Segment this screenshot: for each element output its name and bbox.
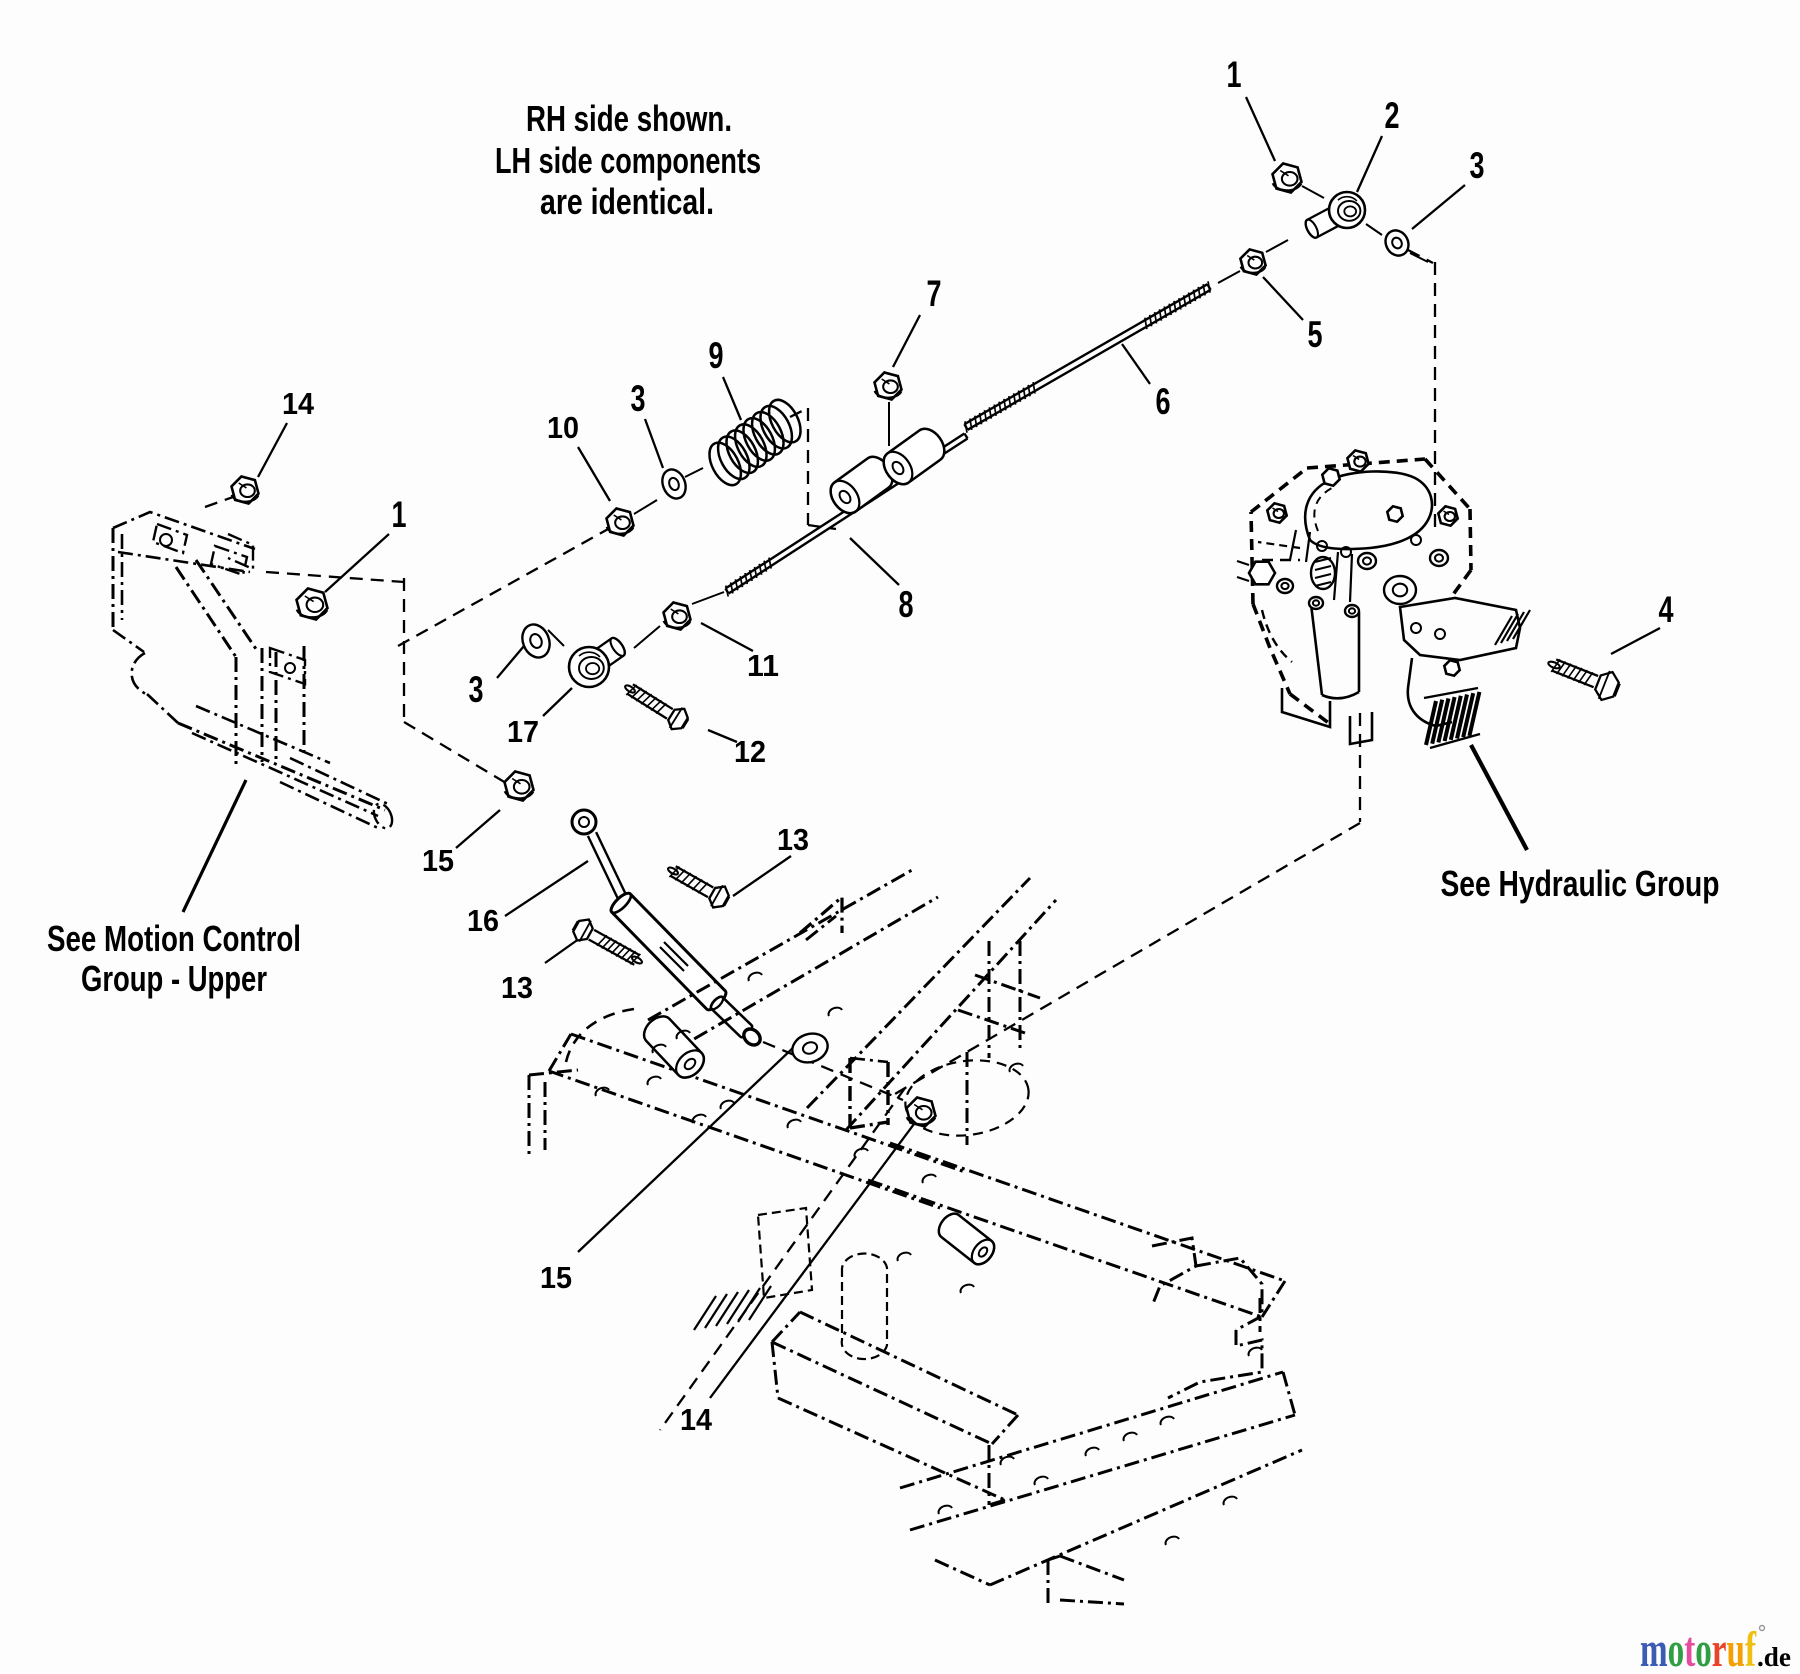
svg-text:16: 16 — [467, 903, 499, 938]
svg-text:17: 17 — [507, 714, 539, 749]
svg-text:9: 9 — [709, 335, 724, 376]
svg-text:1: 1 — [392, 494, 407, 535]
svg-text:See Hydraulic Group: See Hydraulic Group — [1441, 863, 1720, 904]
svg-text:11: 11 — [747, 648, 779, 683]
svg-text:14: 14 — [680, 1402, 713, 1437]
svg-text:13: 13 — [501, 970, 533, 1005]
svg-text:.de: .de — [1757, 1642, 1791, 1672]
svg-text:10: 10 — [547, 410, 579, 445]
svg-text:Group - Upper: Group - Upper — [81, 958, 267, 999]
svg-text:15: 15 — [540, 1260, 572, 1295]
svg-text:2: 2 — [1385, 95, 1400, 136]
svg-text:12: 12 — [734, 734, 766, 769]
svg-text:are identical.: are identical. — [540, 181, 714, 222]
svg-text:3: 3 — [631, 378, 646, 419]
svg-text:LH side components: LH side components — [495, 140, 761, 181]
svg-text:6: 6 — [1156, 381, 1171, 422]
svg-text:See Motion Control: See Motion Control — [47, 918, 301, 959]
svg-text:7: 7 — [927, 273, 942, 314]
svg-text:motoruf: motoruf — [1640, 1621, 1757, 1674]
svg-text:15: 15 — [422, 843, 454, 878]
svg-text:3: 3 — [469, 669, 484, 710]
svg-text:14: 14 — [282, 386, 315, 421]
svg-text:13: 13 — [777, 822, 809, 857]
svg-text:3: 3 — [1470, 145, 1485, 186]
svg-text:4: 4 — [1659, 589, 1674, 630]
svg-text:1: 1 — [1227, 54, 1242, 95]
svg-text:RH side shown.: RH side shown. — [526, 98, 732, 139]
svg-text:8: 8 — [899, 584, 914, 625]
svg-text:5: 5 — [1308, 314, 1323, 355]
